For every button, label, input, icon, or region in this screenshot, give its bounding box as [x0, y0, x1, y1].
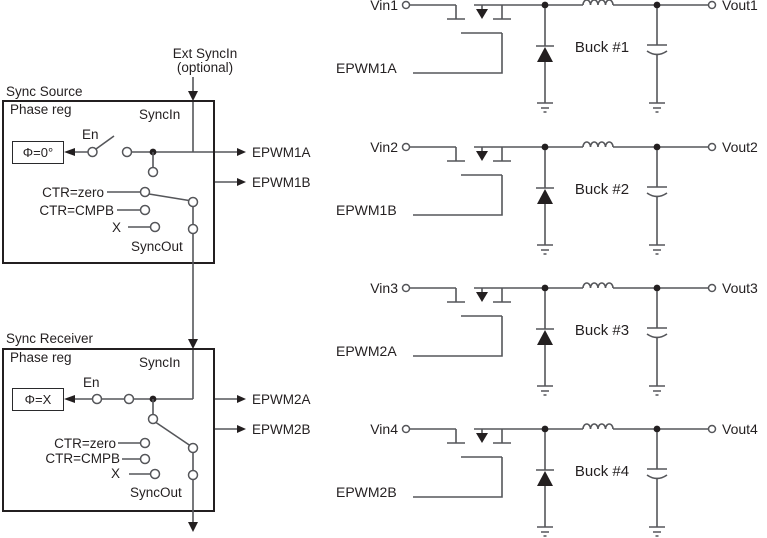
ctr-zero-label: CTR=zero — [54, 436, 116, 451]
mux-input-syncin — [147, 413, 159, 425]
vout-label: Vout1 — [722, 0, 758, 13]
sync-source-title: Sync Source — [6, 84, 83, 99]
pwm-gate-label: EPWM1B — [336, 202, 397, 218]
ext-syncin-wire — [188, 77, 198, 101]
mux-input-x — [149, 221, 161, 233]
vin-label: Vin3 — [370, 280, 398, 296]
enable-label: En — [83, 375, 100, 390]
ctr-cmpb-label: CTR=CMPB — [39, 203, 114, 218]
x-option-label: X — [111, 466, 121, 481]
pwm-gate-label: EPWM1A — [336, 60, 397, 76]
phase-value: Φ=X — [24, 392, 52, 407]
phase-reg-label: Phase reg — [10, 102, 72, 117]
mux-input-ctr-cmpb — [139, 453, 151, 465]
ctr-cmpb-label: CTR=CMPB — [45, 451, 120, 466]
ext-syncin-label-line1: Ext SyncIn — [172, 46, 238, 61]
vout-label: Vout4 — [722, 421, 758, 437]
syncin-label: SyncIn — [139, 107, 181, 122]
x-option-label: X — [112, 220, 122, 235]
vout-label: Vout2 — [722, 139, 758, 155]
sync-receiver-box — [2, 348, 215, 512]
vin-label: Vin2 — [370, 139, 398, 155]
buck-3-circuit — [401, 282, 717, 396]
syncout-label: SyncOut — [131, 239, 183, 254]
phase-register-value-box: Φ=X — [12, 388, 64, 411]
buck-name-label: Buck #1 — [574, 39, 630, 56]
enable-label: En — [82, 127, 99, 142]
buck-4-circuit — [401, 423, 717, 537]
mux-wiper — [187, 442, 199, 454]
enable-switch-pole — [87, 146, 98, 158]
ext-syncin-label-line2: (optional) — [176, 60, 234, 75]
mux-input-syncin — [147, 166, 159, 178]
mux-input-ctr-zero — [139, 437, 151, 449]
phase-reg-label: Phase reg — [10, 350, 72, 365]
mux-input-ctr-cmpb — [139, 204, 151, 216]
ctr-zero-label: CTR=zero — [42, 185, 104, 200]
sync-source-circuit — [64, 102, 246, 349]
pwm-gate-label: EPWM2A — [336, 343, 397, 359]
vout-label: Vout3 — [722, 280, 758, 296]
buck-name-label: Buck #4 — [574, 463, 630, 480]
epwm2b-output-label: EPWM2B — [252, 422, 311, 437]
syncin-label: SyncIn — [139, 355, 181, 370]
buck-name-label: Buck #2 — [574, 181, 630, 198]
pwm-gate-label: EPWM2B — [336, 484, 397, 500]
epwm2a-output-label: EPWM2A — [252, 392, 311, 407]
sync-receiver-title: Sync Receiver — [6, 331, 94, 346]
vin-label: Vin4 — [370, 421, 398, 437]
sync-receiver-circuit — [64, 350, 246, 532]
phase-value: Φ=0° — [22, 145, 54, 160]
mux-input-ctr-zero — [139, 186, 151, 198]
mux-wiper — [187, 196, 199, 208]
vin-label: Vin1 — [370, 0, 398, 13]
syncout-label: SyncOut — [130, 485, 182, 500]
mux-input-x — [149, 468, 161, 480]
phase-register-value-box: Φ=0° — [12, 141, 64, 164]
sync-source-box — [2, 100, 215, 264]
epwm1b-output-label: EPWM1B — [252, 175, 311, 190]
epwm1a-output-label: EPWM1A — [252, 145, 311, 160]
buck-2-circuit — [401, 141, 717, 255]
enable-switch-pole — [91, 393, 103, 405]
buck-1-circuit — [401, 0, 717, 113]
buck-name-label: Buck #3 — [574, 322, 630, 339]
